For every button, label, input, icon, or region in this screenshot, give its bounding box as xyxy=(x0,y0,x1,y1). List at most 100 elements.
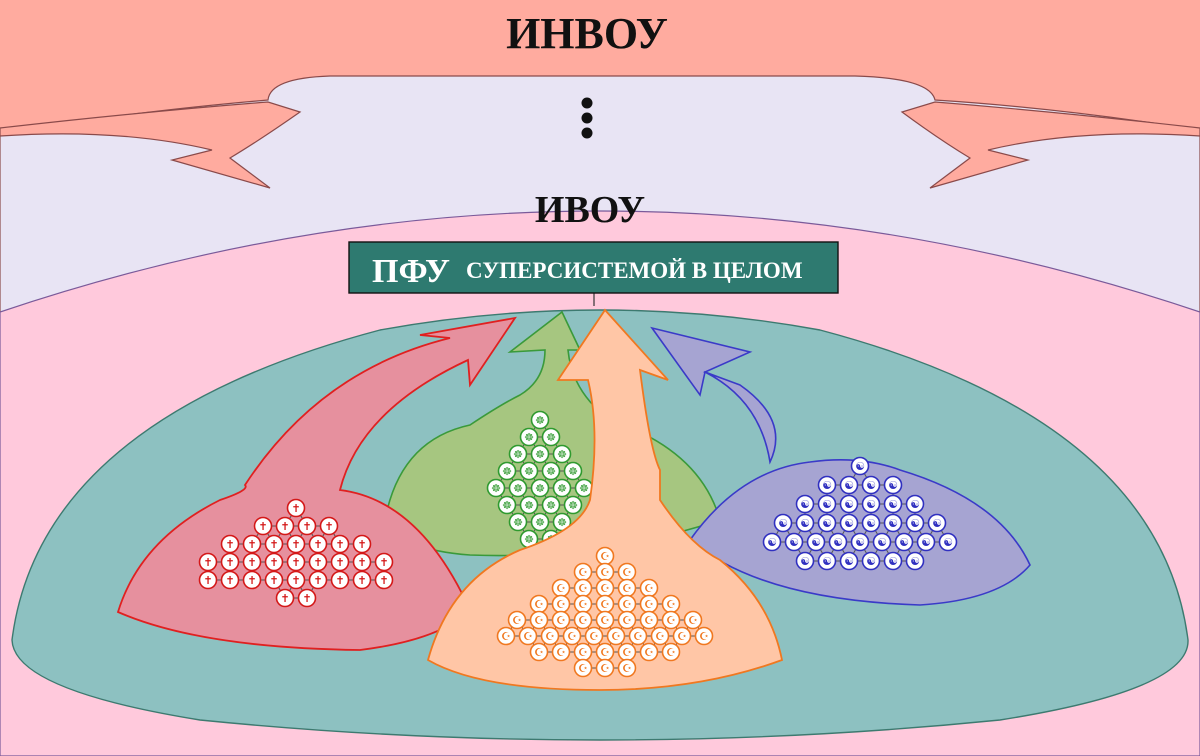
blue-node xyxy=(839,475,859,495)
orange-node-symbol: ☪ xyxy=(655,630,665,643)
red-node-symbol: ✝ xyxy=(357,538,366,551)
blue-node-symbol: ☯ xyxy=(866,555,876,568)
blue-node xyxy=(828,532,848,552)
orange-node xyxy=(595,658,615,678)
blue-node xyxy=(883,551,903,571)
blue-node xyxy=(861,494,881,514)
blue-node-symbol: ☯ xyxy=(789,536,799,549)
red-node-symbol: ✝ xyxy=(203,574,212,587)
red-node-symbol: ✝ xyxy=(291,538,300,551)
blue-node xyxy=(839,494,859,514)
orange-node-symbol: ☪ xyxy=(688,614,698,627)
red-node xyxy=(253,516,273,536)
blue-node-symbol: ☯ xyxy=(888,555,898,568)
inner-label: ИВОУ xyxy=(535,189,645,231)
orange-node xyxy=(551,610,571,630)
orange-node xyxy=(639,642,659,662)
blue-node-symbol: ☯ xyxy=(888,479,898,492)
orange-node-symbol: ☪ xyxy=(666,646,676,659)
blue-node xyxy=(784,532,804,552)
ellipsis-dots xyxy=(581,97,593,139)
blue-node-symbol: ☯ xyxy=(910,555,920,568)
red-node-symbol: ✝ xyxy=(302,520,311,533)
orange-node-symbol: ☪ xyxy=(600,662,610,675)
blue-node-symbol: ☯ xyxy=(888,498,898,511)
blue-node xyxy=(872,532,892,552)
orange-node-symbol: ☪ xyxy=(644,646,654,659)
orange-node xyxy=(573,610,593,630)
orange-node-symbol: ☪ xyxy=(534,598,544,611)
green-node-symbol: ☸ xyxy=(513,448,523,461)
blue-node-symbol: ☯ xyxy=(822,498,832,511)
red-node xyxy=(220,570,240,590)
blue-node xyxy=(817,551,837,571)
orange-node-symbol: ☪ xyxy=(578,598,588,611)
orange-node xyxy=(540,626,560,646)
green-node-symbol: ☸ xyxy=(535,414,545,427)
green-node-symbol: ☸ xyxy=(557,516,567,529)
orange-node-symbol: ☪ xyxy=(600,598,610,611)
red-node xyxy=(286,552,306,572)
orange-node xyxy=(683,610,703,630)
red-node xyxy=(264,534,284,554)
orange-node-symbol: ☪ xyxy=(523,630,533,643)
orange-node-symbol: ☪ xyxy=(644,614,654,627)
orange-node-symbol: ☪ xyxy=(556,598,566,611)
red-node-symbol: ✝ xyxy=(269,538,278,551)
pfu-caption: СУПЕРСИСТЕМОЙ В ЦЕЛОМ xyxy=(466,258,803,283)
blue-node-symbol: ☯ xyxy=(910,498,920,511)
blue-node-symbol: ☯ xyxy=(932,517,942,530)
green-node-symbol: ☸ xyxy=(546,499,556,512)
red-node-symbol: ✝ xyxy=(269,556,278,569)
blue-node xyxy=(883,494,903,514)
blue-node xyxy=(839,551,859,571)
red-node-symbol: ✝ xyxy=(313,556,322,569)
green-node-symbol: ☸ xyxy=(524,465,534,478)
red-node-symbol: ✝ xyxy=(291,556,300,569)
orange-node xyxy=(606,626,626,646)
orange-node-symbol: ☪ xyxy=(578,646,588,659)
orange-node-symbol: ☪ xyxy=(666,598,676,611)
green-node-symbol: ☸ xyxy=(524,499,534,512)
red-node-symbol: ✝ xyxy=(225,538,234,551)
blue-node xyxy=(850,532,870,552)
orange-node xyxy=(529,642,549,662)
red-node-symbol: ✝ xyxy=(291,502,300,515)
blue-node-symbol: ☯ xyxy=(844,498,854,511)
orange-node xyxy=(551,642,571,662)
orange-node-symbol: ☪ xyxy=(622,662,632,675)
blue-node-symbol: ☯ xyxy=(844,555,854,568)
orange-node-symbol: ☪ xyxy=(578,614,588,627)
green-node-symbol: ☸ xyxy=(568,499,578,512)
blue-node xyxy=(817,494,837,514)
blue-node-symbol: ☯ xyxy=(844,517,854,530)
red-node xyxy=(198,570,218,590)
red-node-symbol: ✝ xyxy=(291,574,300,587)
red-node-symbol: ✝ xyxy=(258,520,267,533)
orange-node-symbol: ☪ xyxy=(534,646,544,659)
green-node-symbol: ☸ xyxy=(524,431,534,444)
outer-label: ИНВОУ xyxy=(506,9,668,58)
green-node-symbol: ☸ xyxy=(513,516,523,529)
red-node-symbol: ✝ xyxy=(379,574,388,587)
blue-node-symbol: ☯ xyxy=(866,498,876,511)
red-node-symbol: ✝ xyxy=(357,556,366,569)
orange-node xyxy=(672,626,692,646)
red-node xyxy=(374,570,394,590)
orange-node-symbol: ☪ xyxy=(556,614,566,627)
red-node xyxy=(308,570,328,590)
red-node xyxy=(297,516,317,536)
green-node xyxy=(530,478,550,498)
blue-node xyxy=(938,532,958,552)
red-node xyxy=(242,534,262,554)
orange-node xyxy=(584,626,604,646)
green-node xyxy=(530,410,550,430)
blue-node xyxy=(894,532,914,552)
orange-node xyxy=(573,658,593,678)
blue-node-symbol: ☯ xyxy=(943,536,953,549)
green-node xyxy=(508,444,528,464)
orange-node xyxy=(518,626,538,646)
orange-node-symbol: ☪ xyxy=(600,646,610,659)
red-node xyxy=(198,552,218,572)
